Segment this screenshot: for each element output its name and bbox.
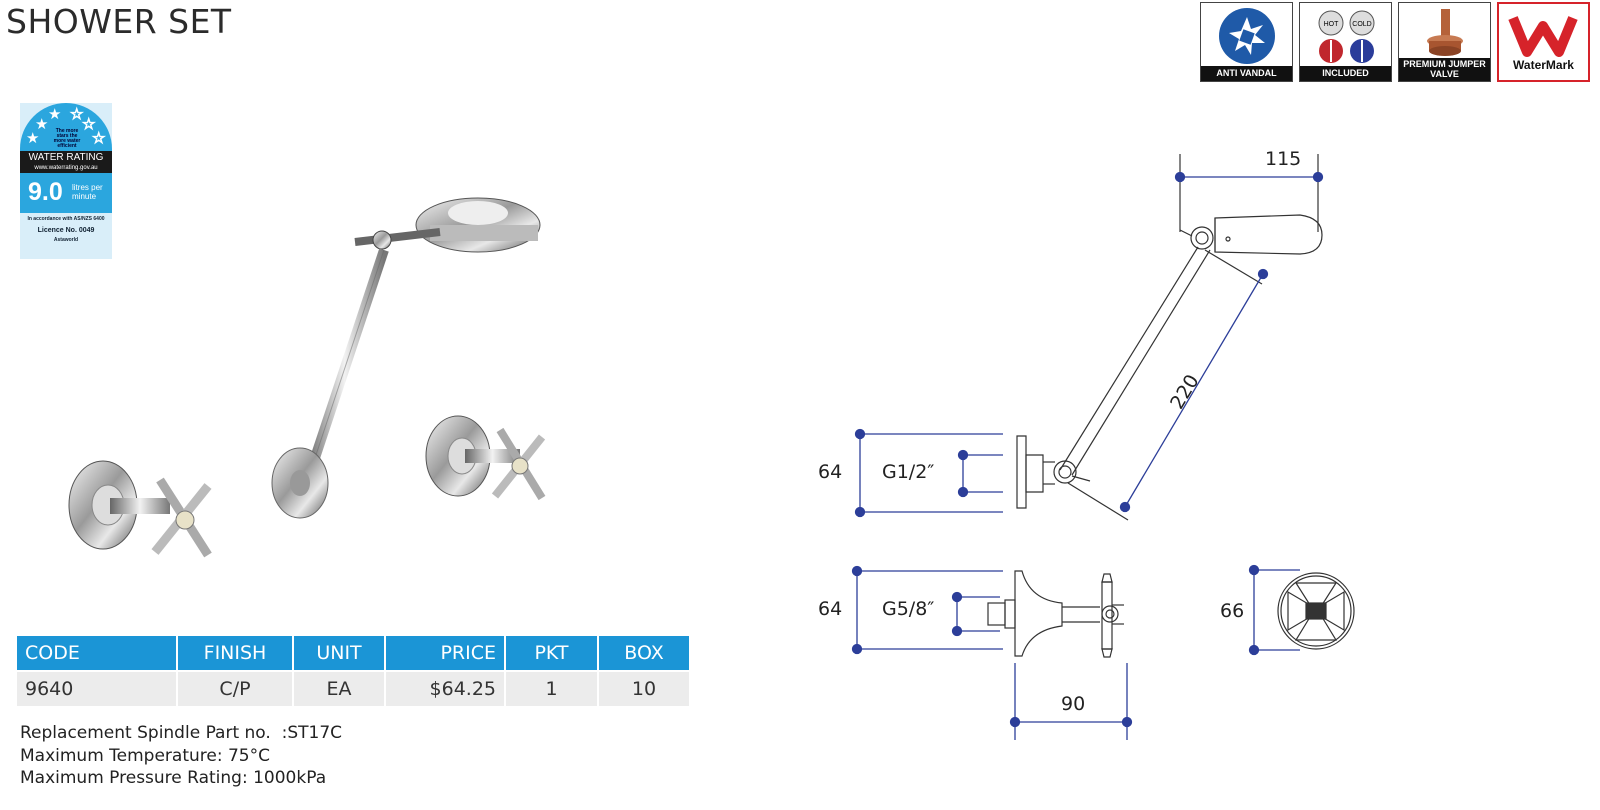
- dim-tap-thread: G5/8″: [882, 598, 934, 620]
- svg-text:★: ★: [26, 130, 39, 147]
- dim-head-width: 115: [1265, 148, 1301, 170]
- licence-text: Licence No. 0049: [37, 227, 95, 234]
- flow-rate-unit: litres per minute: [72, 183, 103, 201]
- watermark-badge: WaterMark: [1497, 2, 1590, 82]
- svg-text:☆: ☆: [70, 106, 83, 123]
- indices-badge: HOT COLD INCLUDED: [1299, 2, 1392, 82]
- cell-unit: EA: [294, 670, 384, 706]
- hot-text: HOT: [1324, 21, 1340, 28]
- flow-rate-value: 9.0: [28, 178, 63, 206]
- page-title: SHOWER SET: [6, 2, 232, 41]
- svg-text:★: ★: [35, 116, 48, 133]
- header-pkt: PKT: [506, 636, 597, 670]
- cold-text: COLD: [1352, 21, 1371, 28]
- cold-tap: [425, 415, 546, 501]
- dim-tap-flange: 64: [818, 598, 842, 620]
- svg-text:☆: ☆: [82, 116, 95, 133]
- hot-cold-indices-icon: HOT COLD: [1318, 10, 1375, 63]
- drawing-outlines: [987, 154, 1355, 658]
- hot-tap: [68, 460, 212, 558]
- spindle-note: Replacement Spindle Part no. :ST17C: [20, 723, 343, 743]
- svg-text:☆: ☆: [92, 130, 105, 147]
- dim-tap-depth: 90: [1061, 693, 1085, 715]
- product-photo: [68, 197, 546, 558]
- dimension-lines: [851, 171, 1324, 740]
- jumper-valve-icon: [1427, 9, 1463, 56]
- shower-head: [354, 197, 541, 253]
- dim-arm-thread: G1/2″: [882, 461, 934, 483]
- standard-text: In accordance with AS/NZS 6400: [27, 216, 105, 222]
- anti-vandal-icon: [1219, 8, 1275, 64]
- water-rating-label: ★★★ ☆☆☆ The more stars the more water ef…: [20, 103, 112, 259]
- table-header-row: CODE FINISH UNIT PRICE PKT BOX: [17, 636, 689, 670]
- cell-pkt: 1: [506, 670, 597, 706]
- pressure-note: Maximum Pressure Rating: 1000kPa: [20, 768, 327, 788]
- water-rating-heading: WATER RATING: [28, 152, 104, 163]
- temperature-note: Maximum Temperature: 75°C: [20, 745, 270, 766]
- product-table: CODE FINISH UNIT PRICE PKT BOX 9640 C/P …: [15, 636, 691, 706]
- stars-text: The more stars the more water efficient: [53, 128, 81, 149]
- anti-vandal-badge: ANTI VANDAL: [1200, 2, 1293, 82]
- cell-box: 10: [599, 670, 689, 706]
- badge-label: ANTI VANDAL: [1201, 66, 1292, 81]
- feature-badges: ANTI VANDAL HOT COLD INCLUDED PREMIUM JU…: [1200, 2, 1590, 82]
- cell-price: $64.25: [386, 670, 504, 706]
- specification-notes: Replacement Spindle Part no. :ST17C Maxi…: [20, 722, 342, 790]
- brand-text: Astaworld: [53, 237, 79, 243]
- table-row: 9640 C/P EA $64.25 1 10: [17, 670, 689, 706]
- header-price: PRICE: [386, 636, 504, 670]
- cell-finish: C/P: [178, 670, 292, 706]
- dimension-labels: 115 220 64 G1/2″ 64 G5/8″ 90 66: [818, 148, 1301, 715]
- star-icons: ★★★ ☆☆☆: [26, 106, 106, 148]
- header-code: CODE: [17, 636, 176, 670]
- water-rating-url: www.waterrating.gov.au: [34, 165, 98, 171]
- badge-label: PREMIUM JUMPER VALVE: [1399, 58, 1490, 81]
- jumper-valve-badge: PREMIUM JUMPER VALVE: [1398, 2, 1491, 82]
- arm-wall-flange: [271, 447, 329, 519]
- svg-text:★: ★: [48, 106, 61, 123]
- dim-arm-flange: 64: [818, 461, 842, 483]
- water-rating-band: WATER RATING www.waterrating.gov.au: [20, 151, 112, 173]
- header-unit: UNIT: [294, 636, 384, 670]
- watermark-logo: [1508, 16, 1578, 57]
- flow-rate-panel: 9.0 litres per minute: [20, 173, 112, 213]
- badge-label: WaterMark: [1513, 58, 1574, 72]
- cell-code: 9640: [17, 670, 176, 706]
- dim-arm-length: 220: [1166, 371, 1204, 413]
- badge-label: INCLUDED: [1300, 66, 1391, 81]
- dim-handle: 66: [1220, 600, 1244, 622]
- star-rating: ★★★ ☆☆☆ The more stars the more water ef…: [20, 103, 112, 151]
- header-finish: FINISH: [178, 636, 292, 670]
- header-box: BOX: [599, 636, 689, 670]
